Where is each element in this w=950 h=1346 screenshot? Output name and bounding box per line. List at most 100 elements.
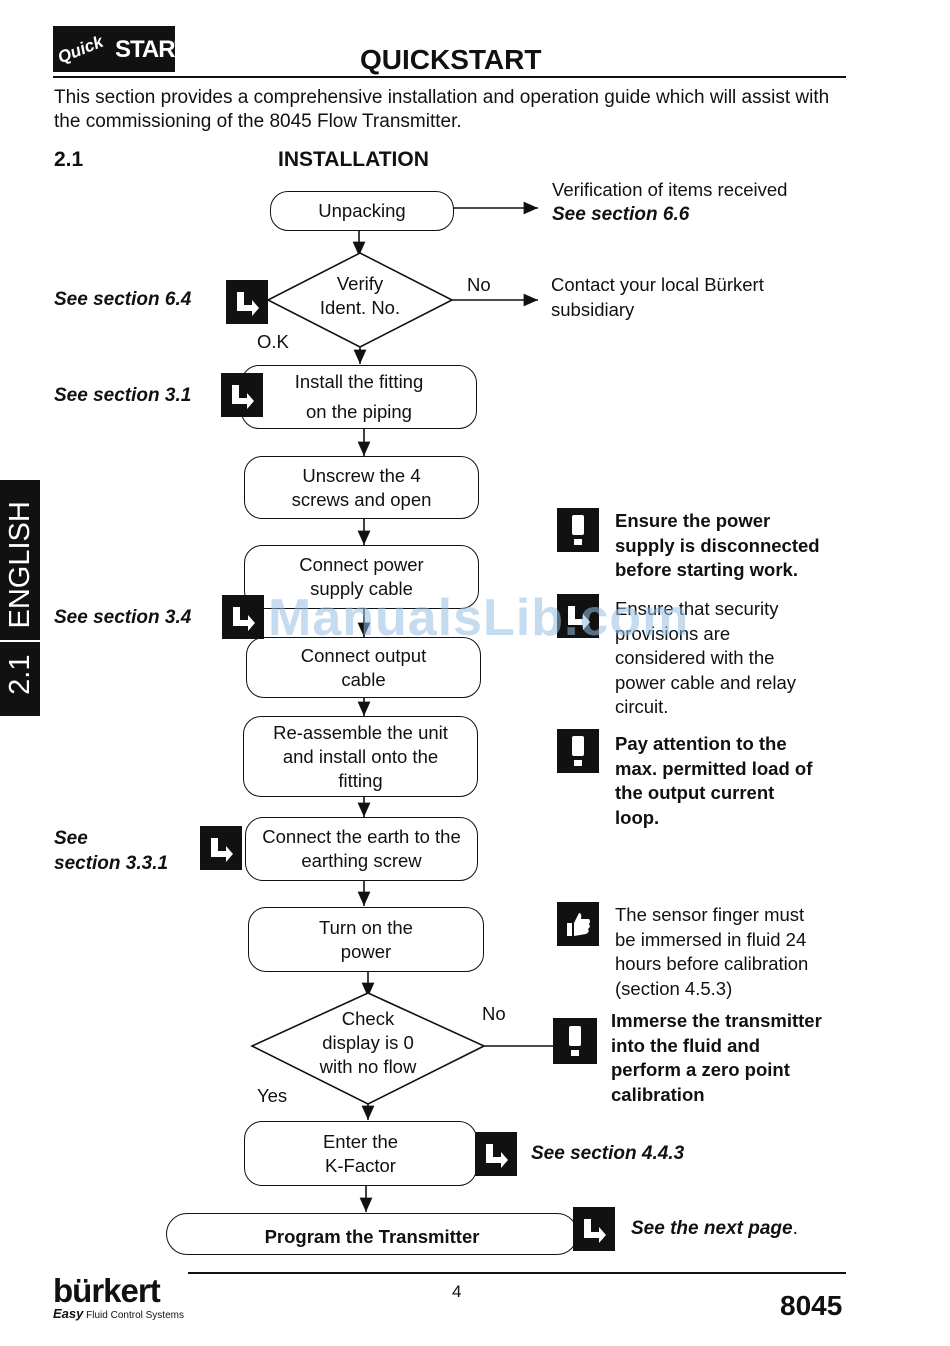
ref-section-4-4-3: See section 4.4.3 xyxy=(531,1143,685,1164)
exclamation-glyph xyxy=(572,515,584,545)
step-unscrew-line2: screws and open xyxy=(291,488,432,510)
hand-arrow-glyph xyxy=(486,1144,508,1168)
note-power-line1: Ensure the power xyxy=(615,510,771,531)
step-program-transmitter: Program the Transmitter xyxy=(166,1213,578,1255)
quickstart-logo: Quick START xyxy=(53,26,175,72)
tagline-text: Fluid Control Systems xyxy=(86,1310,184,1321)
step-connect-earth: Connect the earth to the earthing screw xyxy=(245,817,478,881)
hand-arrow-glyph xyxy=(211,838,233,862)
section-title: INSTALLATION xyxy=(278,148,429,171)
reference-arrow-icon xyxy=(573,1207,615,1251)
ref-next-page-text: See the next page xyxy=(631,1218,793,1239)
note-security-line4: power cable and relay xyxy=(615,671,796,693)
exclamation-glyph xyxy=(572,736,584,766)
model-number: 8045 xyxy=(780,1290,843,1321)
note-sensor-line4: (section 4.5.3) xyxy=(615,977,733,999)
note-immerse-line4: calibration xyxy=(611,1083,705,1105)
step-turn-on-line2: power xyxy=(340,940,392,962)
exclamation-glyph xyxy=(569,1026,581,1056)
step-output-line2: cable xyxy=(341,668,386,690)
ref-3-3-1-line1: See xyxy=(54,828,88,849)
step-program-label: Program the Transmitter xyxy=(264,1226,480,1247)
side-language-tab xyxy=(0,480,40,716)
step-connect-output: Connect output cable xyxy=(246,637,481,698)
step-install-line2: on the piping xyxy=(306,401,412,422)
note-immerse-line2: into the fluid and xyxy=(611,1034,761,1056)
hand-arrow-glyph xyxy=(568,606,590,630)
note-security-line3: considered with the xyxy=(615,647,775,668)
step-reassemble-line3: fitting xyxy=(338,769,383,791)
ref-section-3-3-1: See section 3.3.1 xyxy=(54,826,168,876)
note-unpacking-line1: Verification of items received xyxy=(552,179,788,200)
burkert-tagline: Easy Fluid Control Systems xyxy=(53,1306,184,1321)
page-title: QUICKSTART xyxy=(360,44,542,75)
note-immerse-line1: Immerse the transmitter xyxy=(611,1010,822,1031)
ref-next-page-period: . xyxy=(792,1218,798,1239)
verify-ok-label: O.K xyxy=(257,331,289,352)
note-power-line3: before starting work. xyxy=(615,559,798,580)
note-load-line1: Pay attention to the xyxy=(615,733,787,754)
note-security-line1: Ensure that security xyxy=(615,598,779,619)
check-no-label: No xyxy=(482,1003,506,1024)
section-number: 2.1 xyxy=(54,148,84,171)
decision-verify-line2: Ident. No. xyxy=(319,297,401,318)
hand-arrow-glyph xyxy=(584,1219,606,1243)
step-power-line2: supply cable xyxy=(310,578,413,599)
note-load-line4: loop. xyxy=(615,806,660,828)
note-contact-line2: subsidiary xyxy=(551,298,635,320)
ref-3-3-1-line2: section 3.3.1 xyxy=(54,853,169,874)
warning-icon xyxy=(557,729,599,773)
note-load-warning: Pay attention to the max. permitted load… xyxy=(615,732,812,830)
note-load-line2: max. permitted load of xyxy=(615,757,813,779)
note-security: Ensure that security provisions are cons… xyxy=(615,597,796,720)
decision-check-line1: Check xyxy=(341,1008,395,1029)
burkert-logo: bürkert xyxy=(53,1272,161,1309)
decision-verify: Verify Ident. No. xyxy=(290,272,430,320)
thumbs-up-glyph xyxy=(567,913,590,936)
watermark: ManualsLib.com xyxy=(268,589,690,647)
note-sensor: The sensor finger must be immersed in fl… xyxy=(615,903,808,1001)
hand-arrow-glyph xyxy=(233,607,255,631)
ref-section-6-4: See section 6.4 xyxy=(54,289,192,310)
decision-check-line2: display is 0 xyxy=(322,1032,414,1053)
note-power-warning: Ensure the power supply is disconnected … xyxy=(615,509,820,583)
note-unpacking-ref: See section 6.6 xyxy=(552,203,690,225)
logo-start-text: START xyxy=(115,36,175,63)
step-output-line1: Connect output xyxy=(300,644,427,666)
reference-arrow-icon xyxy=(222,595,264,639)
warning-icon xyxy=(553,1018,597,1064)
step-unscrew-line1: Unscrew the 4 xyxy=(302,464,421,486)
decision-check-display: Check display is 0 with no flow xyxy=(298,1007,438,1079)
note-security-line2: provisions are xyxy=(615,622,731,644)
note-load-line3: the output current xyxy=(615,782,775,803)
intro-paragraph: This section provides a comprehensive in… xyxy=(54,87,830,132)
note-immerse: Immerse the transmitter into the fluid a… xyxy=(611,1009,822,1107)
step-k-factor-line1: Enter the xyxy=(322,1130,399,1152)
step-install-fitting: Install the fitting on the piping xyxy=(241,365,477,429)
step-unscrew: Unscrew the 4 screws and open xyxy=(244,456,479,519)
note-sensor-line2: be immersed in fluid 24 xyxy=(615,928,807,950)
step-turn-on: Turn on the power xyxy=(248,907,484,972)
note-immerse-line3: perform a zero point xyxy=(611,1059,790,1080)
reference-arrow-icon xyxy=(475,1132,517,1176)
step-unpacking: Unpacking xyxy=(270,191,454,231)
step-turn-on-line1: Turn on the xyxy=(319,916,413,938)
hand-arrow-glyph xyxy=(232,385,254,409)
ref-next-page: See the next page. xyxy=(631,1218,798,1240)
check-yes-label: Yes xyxy=(257,1085,288,1106)
ref-section-3-4: See section 3.4 xyxy=(54,607,192,628)
decision-verify-line1: Verify xyxy=(336,273,384,294)
note-sensor-line3: hours before calibration xyxy=(615,953,809,974)
ref-section-3-1: See section 3.1 xyxy=(54,385,192,406)
footer-divider xyxy=(188,1272,846,1274)
thumbs-up-icon xyxy=(557,902,599,946)
step-reassemble: Re-assemble the unit and install onto th… xyxy=(243,716,478,797)
step-power-line1: Connect power xyxy=(299,554,424,575)
step-k-factor: Enter the K-Factor xyxy=(244,1121,477,1186)
warning-icon xyxy=(557,508,599,552)
step-reassemble-line1: Re-assemble the unit xyxy=(273,721,448,743)
decision-check-line3: with no flow xyxy=(319,1056,417,1077)
note-contact-line1: Contact your local Bürkert xyxy=(551,274,764,295)
step-connect-power: Connect power supply cable xyxy=(244,545,479,609)
